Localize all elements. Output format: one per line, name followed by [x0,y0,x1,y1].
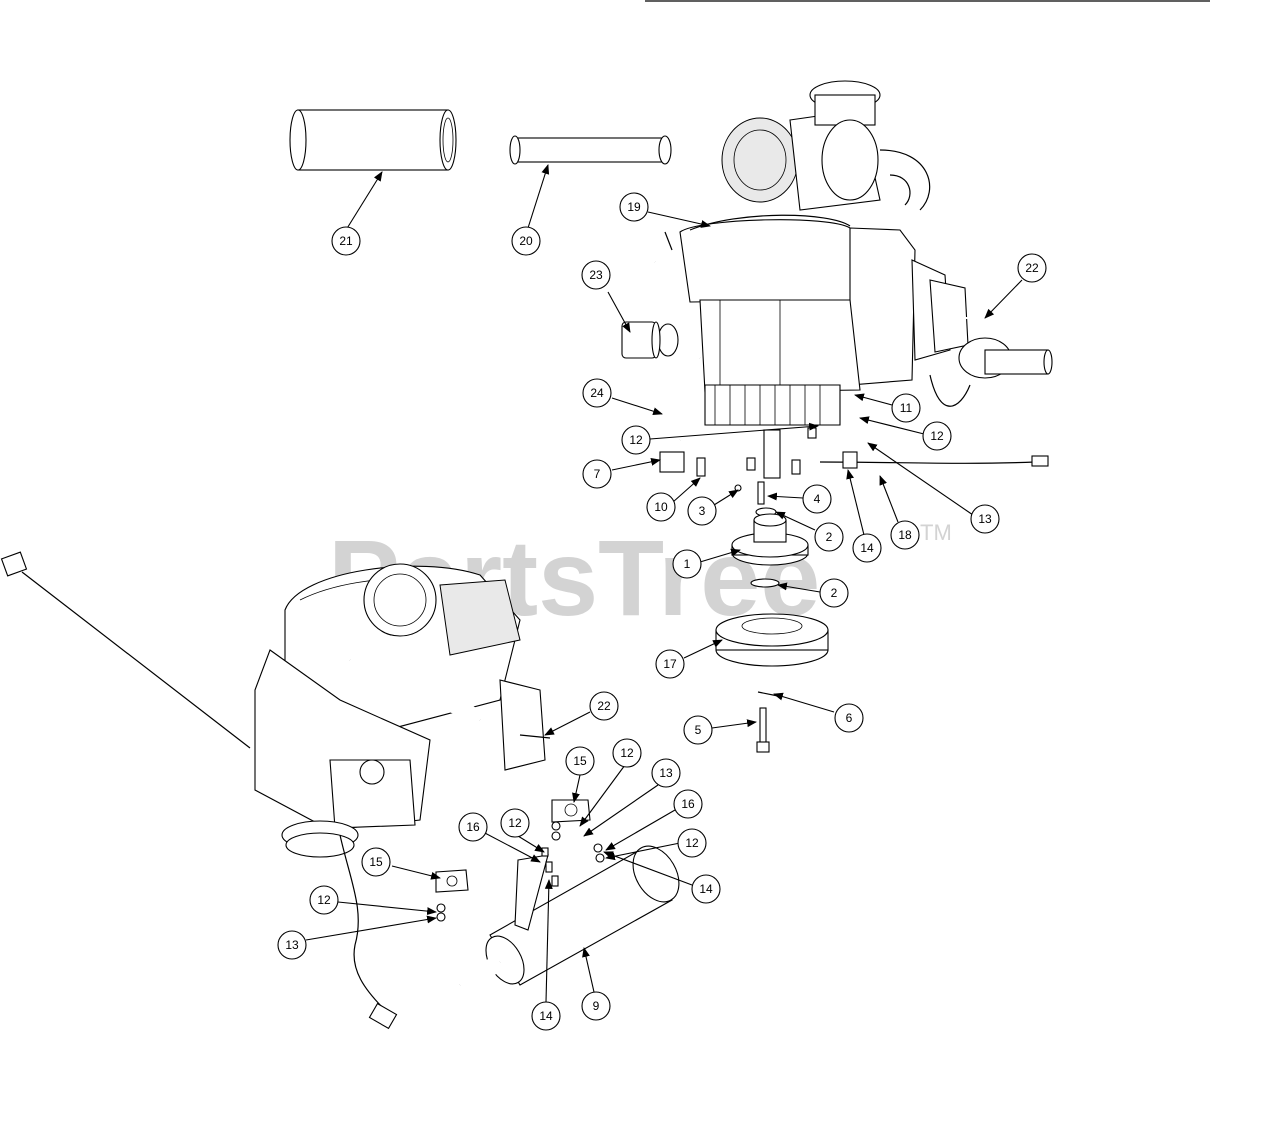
callout-19: 19 [619,192,649,222]
svg-text:12: 12 [930,429,944,443]
svg-text:22: 22 [597,699,611,713]
svg-text:2: 2 [831,586,838,600]
svg-text:6: 6 [846,711,853,725]
svg-text:17: 17 [663,657,677,671]
callout-15-b: 15 [361,847,391,877]
svg-text:22: 22 [1025,261,1039,275]
svg-text:14: 14 [699,882,713,896]
engine-upper [653,80,1053,479]
callout-5: 5 [683,715,713,745]
electric-clutch [715,613,829,667]
callout-17: 17 [655,649,685,679]
svg-text:12: 12 [620,746,634,760]
callout-14-bot: 14 [531,1001,561,1031]
svg-text:11: 11 [900,401,913,415]
oil-drain-fitting [659,410,693,441]
callout-4: 4 [802,484,832,514]
watermark-trademark: TM [920,520,952,545]
exhaust-gasket-lower [435,869,469,893]
svg-text:13: 13 [978,512,992,526]
callout-13-mid: 13 [651,758,681,788]
svg-text:12: 12 [629,433,643,447]
svg-text:7: 7 [594,467,601,481]
svg-text:21: 21 [339,234,353,248]
callout-22-top: 22 [1017,253,1047,283]
callout-14-mid: 14 [691,874,721,904]
callout-3: 3 [687,496,717,526]
key [757,481,765,505]
hardware-top [659,427,858,492]
callout-2-a: 2 [814,522,844,552]
callout-10: 10 [646,492,676,522]
callout-12-b: 12 [922,421,952,451]
callout-2-b: 2 [819,578,849,608]
leaders [305,164,1023,1003]
pre-cleaner-sleeve [509,135,672,165]
svg-text:18: 18 [898,528,912,542]
callout-16-a: 16 [458,812,488,842]
callout-22-bot: 22 [589,691,619,721]
svg-text:2: 2 [826,530,833,544]
svg-text:23: 23 [589,268,603,282]
callout-15-a: 15 [565,746,595,776]
svg-text:16: 16 [466,820,480,834]
callout-12-a: 12 [621,425,651,455]
callout-18: 18 [890,520,920,550]
svg-text:4: 4 [814,492,821,506]
callout-9: 9 [581,991,611,1021]
callout-16-b: 16 [673,789,703,819]
callout-12-d: 12 [500,808,530,838]
svg-text:13: 13 [285,938,299,952]
callout-14-top: 14 [852,533,882,563]
svg-text:3: 3 [699,504,706,518]
svg-text:16: 16 [681,797,695,811]
svg-text:14: 14 [860,541,874,555]
callout-20: 20 [511,226,541,256]
callout-24: 24 [582,378,612,408]
svg-text:9: 9 [593,999,600,1013]
hardware-lower [436,821,605,922]
svg-text:10: 10 [654,500,668,514]
exhaust-gasket-upper [551,799,591,823]
svg-text:19: 19 [627,200,641,214]
callout-7: 7 [582,459,612,489]
mounting-bolt [756,707,770,753]
air-filter-element [289,109,457,171]
svg-text:12: 12 [685,836,699,850]
callout-21: 21 [331,226,361,256]
svg-text:14: 14 [539,1009,553,1023]
callout-13-bot: 13 [277,930,307,960]
muffler [433,831,680,993]
svg-text:12: 12 [508,816,522,830]
svg-text:5: 5 [695,723,702,737]
svg-text:12: 12 [317,893,331,907]
callout-12-f: 12 [309,885,339,915]
svg-text:15: 15 [573,754,587,768]
callout-1: 1 [672,549,702,579]
svg-text:13: 13 [659,766,673,780]
callout-13-top: 13 [970,504,1000,534]
callout-23: 23 [581,260,611,290]
svg-text:1: 1 [684,557,691,571]
oil-filter [621,321,661,359]
washer-lower [750,578,780,588]
callout-12-c: 12 [612,738,642,768]
callout-11: 11 [891,393,921,423]
callout-6: 6 [834,703,864,733]
callout-12-e: 12 [677,828,707,858]
svg-text:15: 15 [369,855,383,869]
svg-text:20: 20 [519,234,533,248]
svg-text:24: 24 [590,386,604,400]
engine-lower [0,551,551,1030]
